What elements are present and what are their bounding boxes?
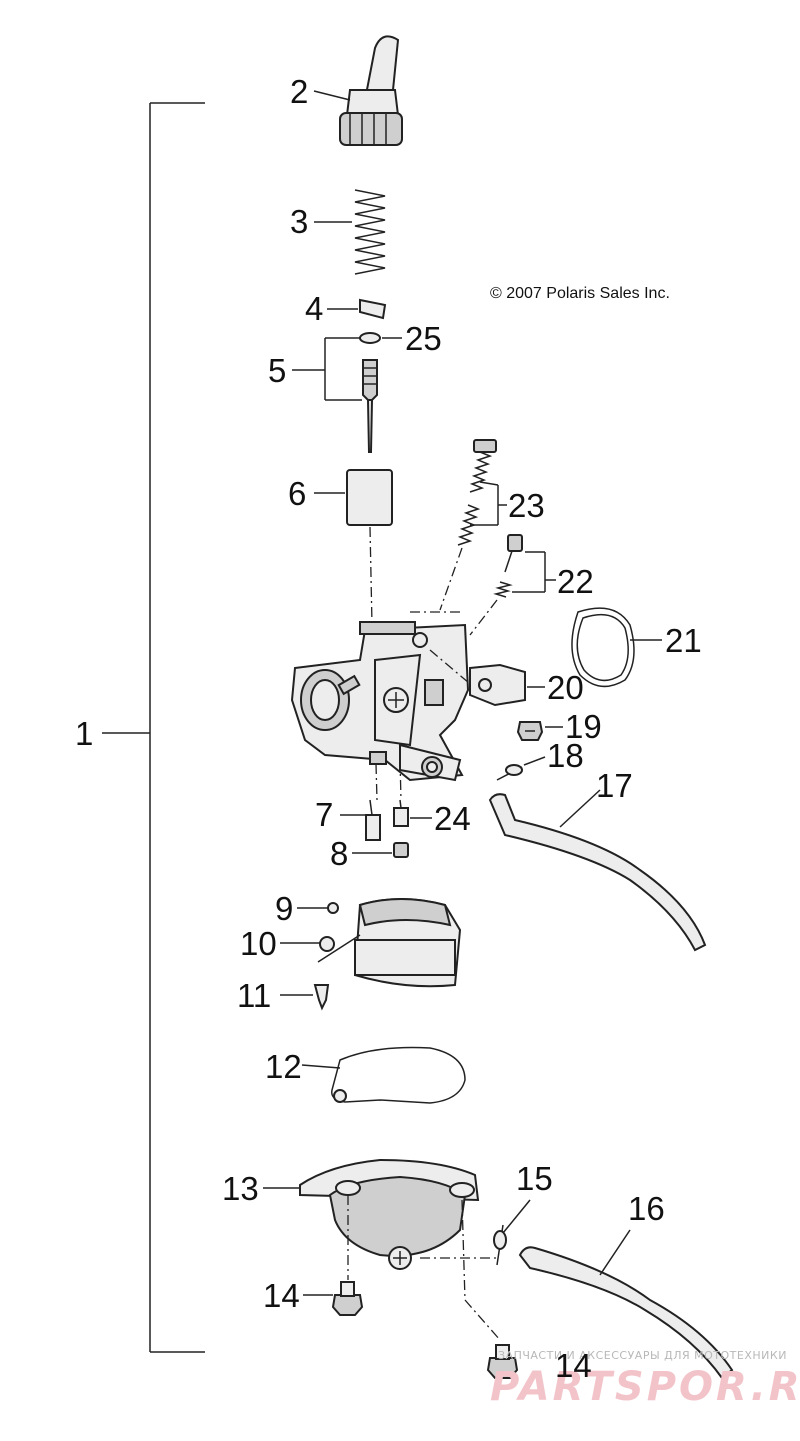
callout-13: 13 [222,1170,259,1207]
copyright-text: © 2007 Polaris Sales Inc. [490,285,670,302]
callout-22: 22 [557,563,594,600]
part-4-clip [327,298,387,320]
callout-14b: 14 [555,1347,592,1384]
callout-17: 17 [596,767,633,804]
callout-7: 7 [315,796,333,833]
callout-5: 5 [268,352,286,389]
callout-11: 11 [237,977,271,1014]
part-16-hose [518,1229,734,1380]
watermark-tagline: ЗАПЧАСТИ И АКСЕССУАРЫ ДЛЯ МОТОТЕХНИКИ [498,1349,787,1362]
part-11-valve [280,984,330,1011]
callout-16: 16 [628,1190,665,1227]
callout-21: 21 [665,622,702,659]
part-15-clip [493,1199,531,1266]
callout-23: 23 [508,487,545,524]
part-14-bolt-a [303,1281,364,1316]
callout-9: 9 [275,890,293,927]
callout-4: 4 [305,290,323,327]
callout-2: 2 [290,73,308,110]
part-12-gasket [301,1046,466,1104]
part-float [353,898,462,988]
part-21-o-ring [571,607,662,688]
part-22-pilot-screw [469,534,556,636]
callout-8: 8 [330,835,348,872]
callout-1: 1 [75,715,93,752]
part-18-clip [496,756,546,781]
callout-14a: 14 [263,1277,300,1314]
callout-15: 15 [516,1160,553,1197]
part-5-needle [292,332,402,453]
callout-6: 6 [288,475,306,512]
assembly-bracket [102,102,205,1353]
part-14-bolt-b [486,1344,519,1379]
callout-25: 25 [405,320,442,357]
callout-3: 3 [290,203,308,240]
part-8-jet [352,842,409,858]
callout-24: 24 [434,800,471,837]
part-17-hose [488,789,707,952]
callout-18: 18 [547,737,584,774]
part-24-jet [393,799,432,827]
part-10-pin [280,934,361,963]
carburetor-body [290,611,496,801]
part-20-bracket [469,663,545,707]
part-19-screw [516,721,563,741]
callout-19: 19 [565,708,602,745]
part-2-top-cap [313,35,403,146]
part-3-spring [314,189,386,275]
part-13-float-bowl [263,1158,501,1341]
part-7-jet [340,799,381,841]
part-9-screw [297,902,339,914]
watermark-brand: PARTSPOR.RU [490,1364,800,1410]
part-6-slide [314,469,393,626]
callout-10: 10 [240,925,277,962]
part-23-screw-spring [439,439,507,611]
callout-20: 20 [547,669,584,706]
callout-12: 12 [265,1048,302,1085]
